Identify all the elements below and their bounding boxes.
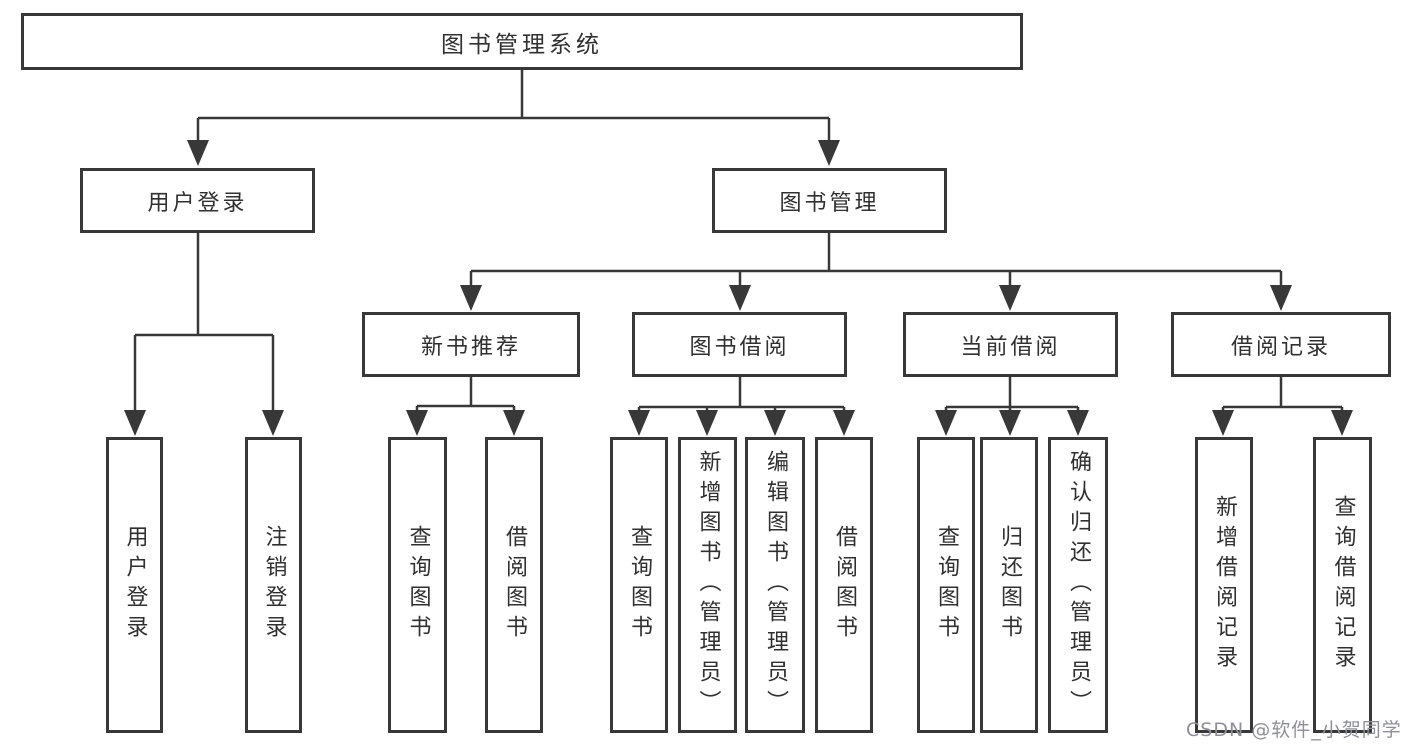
node-label: 新书推荐 [420,334,521,360]
node-label: 编辑图书（管理员） [763,450,788,720]
node-label: 图书管理 [779,190,880,216]
leaf-add-borrow-record: 新增借阅记录 [1195,437,1253,733]
node-label: 确认归还（管理员） [1066,450,1091,720]
edge-user-login-split [133,233,275,412]
leaf-query-books-recommend: 查询图书 [388,437,447,733]
leaf-return-books: 归还图书 [980,437,1038,733]
leaf-borrow-books-borrowing: 借阅图书 [815,437,873,733]
node-label: 查询图书 [934,525,959,645]
edge-new-book-split [415,377,516,412]
leaf-user-login: 用户登录 [106,437,163,733]
node-label: 注销登录 [261,525,287,645]
node-label: 新增借阅记录 [1212,495,1237,675]
node-book-management: 图书管理 [712,168,947,233]
node-label: 查询图书 [627,525,652,645]
leaf-query-books-current: 查询图书 [917,437,975,733]
node-label: 图书借阅 [689,334,790,360]
node-borrowing-records: 借阅记录 [1171,312,1391,377]
node-label: 用户登录 [122,525,148,645]
node-current-borrowing: 当前借阅 [903,312,1118,377]
node-label: 当前借阅 [960,334,1061,360]
edge-root-split [196,70,831,142]
leaf-logout: 注销登录 [245,437,302,733]
node-label: 借阅图书 [832,525,857,645]
edge-book-management-split [469,233,1283,287]
leaf-borrow-books-recommend: 借阅图书 [485,437,543,733]
node-label: 查询借阅记录 [1330,495,1356,675]
node-book-borrowing: 图书借阅 [632,312,847,377]
leaf-confirm-return-admin: 确认归还（管理员） [1048,437,1108,733]
node-label: 归还图书 [997,525,1022,645]
node-root: 图书管理系统 [21,13,1023,70]
node-label: 查询图书 [405,525,431,645]
leaf-query-books-borrowing: 查询图书 [610,437,668,733]
leaf-add-books-admin: 新增图书（管理员） [678,437,737,733]
edge-book-borrow-split [637,377,846,412]
edge-borrow-records-split [1221,377,1344,412]
edge-current-borrow-split [944,377,1080,412]
node-label: 用户登录 [147,190,248,216]
leaf-query-borrow-record: 查询借阅记录 [1313,437,1372,733]
node-label: 新增图书（管理员） [695,450,721,720]
node-label: 借阅图书 [502,525,527,645]
leaf-edit-books-admin: 编辑图书（管理员） [745,437,805,733]
node-new-book-recommendation: 新书推荐 [362,312,580,377]
csdn-watermark: CSDN @软件_小贺同学 [1186,719,1402,741]
node-label: 借阅记录 [1230,334,1331,360]
node-label: 图书管理系统 [441,31,603,58]
node-user-login: 用户登录 [80,168,315,233]
